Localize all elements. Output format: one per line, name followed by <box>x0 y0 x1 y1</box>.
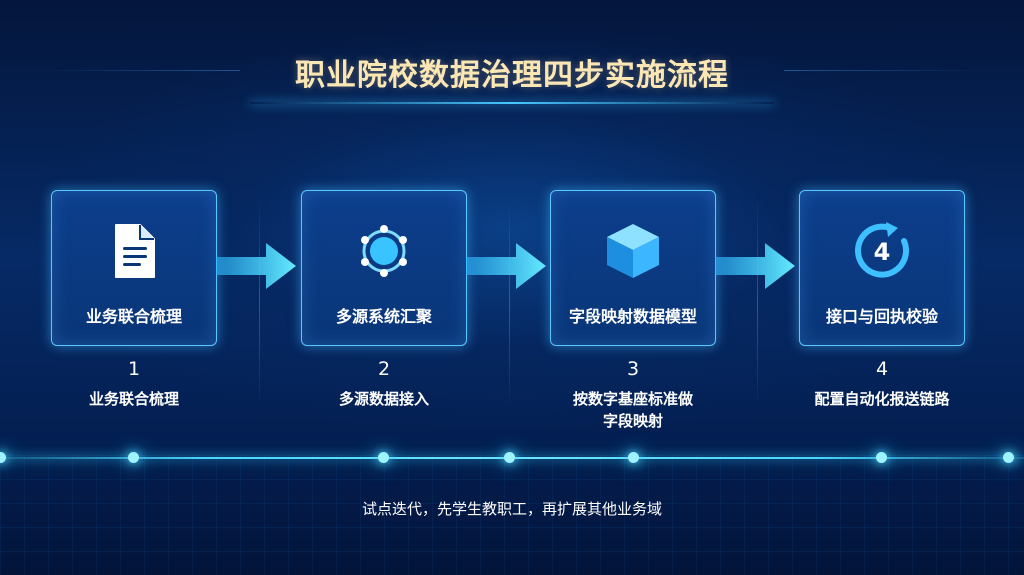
divider <box>509 198 510 408</box>
page-title: 职业院校数据治理四步实施流程 <box>295 58 729 93</box>
step-card-label: 接口与回执校验 <box>825 307 938 326</box>
step-card-label: 多源系统汇聚 <box>335 307 432 326</box>
timeline-dot <box>1003 452 1014 463</box>
cube-icon <box>551 221 715 281</box>
timeline-dot <box>876 452 887 463</box>
step-description: 多源数据接入 <box>338 390 429 408</box>
step-card-3: 字段映射数据模型 <box>550 190 716 346</box>
step-card-2: 多源系统汇聚 <box>301 190 467 346</box>
timeline-dot <box>378 452 389 463</box>
network-hub-icon <box>302 221 466 281</box>
arrow-right-icon <box>216 243 296 289</box>
step-number: 1 <box>127 358 141 380</box>
background-grid <box>0 455 1024 575</box>
step-card-label: 字段映射数据模型 <box>568 307 697 326</box>
timeline-dot <box>128 452 139 463</box>
step-number: 4 <box>875 358 889 380</box>
svg-text:4: 4 <box>874 238 891 266</box>
document-icon <box>52 221 216 281</box>
step-description: 配置自动化报送链路 <box>814 390 950 408</box>
divider <box>757 198 758 408</box>
step-description: 按数字基座标准做 字段映射 <box>572 390 693 430</box>
step-card-label: 业务联合梳理 <box>85 307 182 326</box>
timeline-dot <box>504 452 515 463</box>
timeline-dot <box>0 452 6 463</box>
step-description: 业务联合梳理 <box>88 390 179 408</box>
timeline-dot <box>628 452 639 463</box>
arrow-right-icon <box>715 243 795 289</box>
step-number: 3 <box>626 358 640 380</box>
title-underline <box>250 102 774 104</box>
cycle-four-icon: 4 <box>800 221 964 281</box>
divider <box>259 198 260 408</box>
step-card-1: 业务联合梳理 <box>51 190 217 346</box>
title-deco-left <box>40 70 240 71</box>
footer-note: 试点迭代，先学生教职工，再扩展其他业务域 <box>361 500 662 518</box>
step-card-4: 4 接口与回执校验 <box>799 190 965 346</box>
arrow-right-icon <box>466 243 546 289</box>
step-number: 2 <box>377 358 391 380</box>
